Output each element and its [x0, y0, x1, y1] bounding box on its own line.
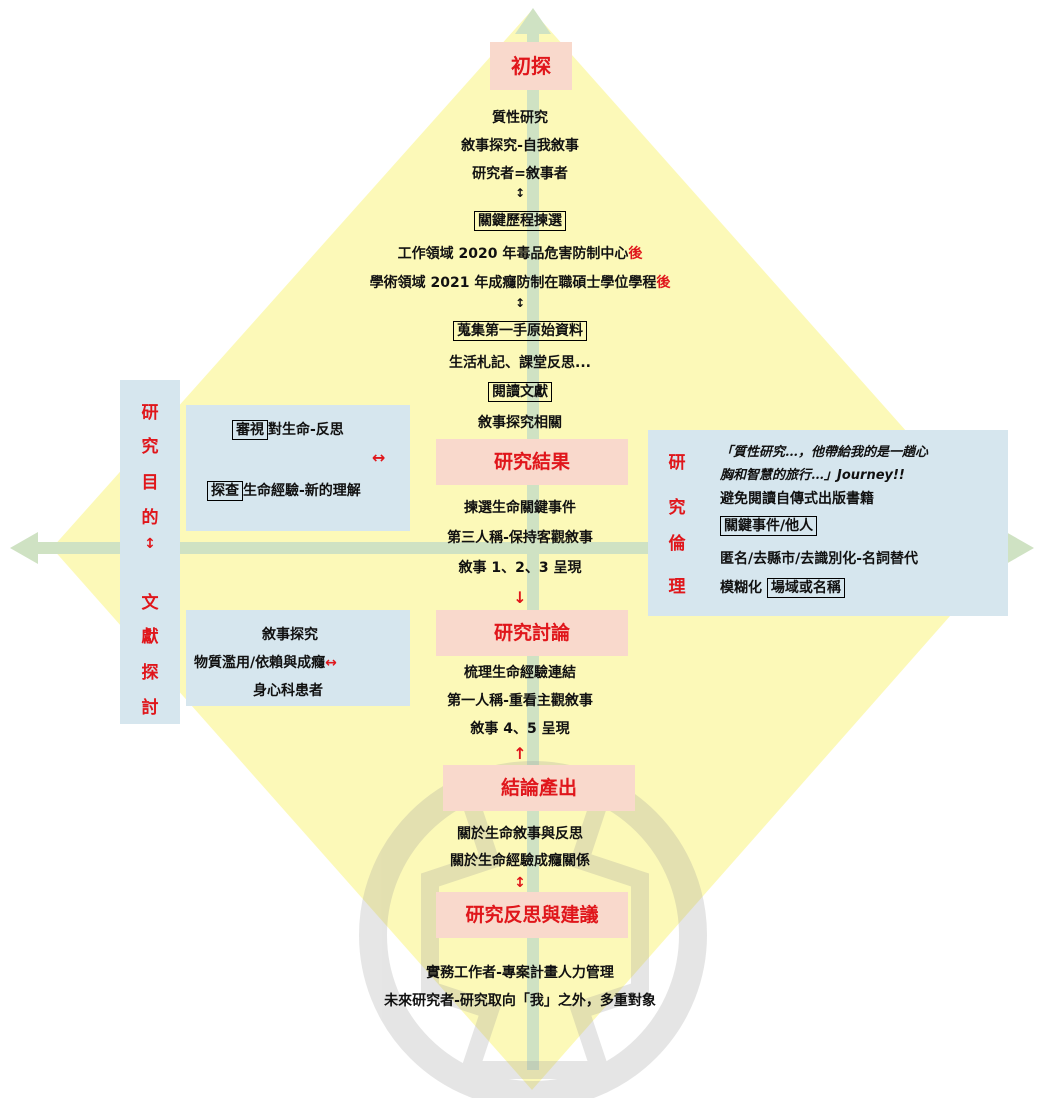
purpose-line-2: 探查生命經驗-新的理解	[207, 480, 361, 501]
left-label-char-5: 文	[141, 593, 159, 613]
discussion-line-2: 第一人稱-重看主觀敘事	[447, 693, 593, 709]
ethics-quote-2: 胸和智慧的旅行…」Journey!!	[720, 464, 905, 483]
stage-research-discussion: 研究討論	[436, 610, 628, 656]
left-label-char-4: 的	[141, 508, 159, 528]
ethics-line-3-row: 模糊化 場域或名稱	[720, 577, 845, 598]
discussion-line-3: 敘事 4、5 呈現	[470, 721, 570, 737]
results-line-2: 第三人稱-保持客觀敘事	[447, 530, 593, 546]
ethics-panel	[648, 430, 1008, 616]
left-label-char-2: 究	[141, 437, 159, 457]
ethics-quote-1: 「質性研究…，他帶給我的是一趟心	[720, 445, 929, 460]
axis-arrow-top	[515, 8, 551, 34]
collect-data-row: 蒐集第一手原始資料	[0, 320, 1040, 341]
updown-arrow-3: ↕	[514, 875, 526, 891]
reflection-line-1: 實務工作者-專案計畫人力管理	[426, 965, 614, 981]
axis-arrow-right	[1006, 532, 1034, 564]
ethics-label-char-1: 研	[668, 453, 686, 473]
conclusion-line-1: 關於生命敘事與反思	[457, 826, 583, 842]
read-literature-row: 閱讀文獻	[0, 381, 1040, 402]
left-label-char-3: 目	[141, 473, 159, 493]
reflection-line-2: 未來研究者-研究取向「我」之外，多重對象	[384, 993, 656, 1009]
work-domain-suffix: 後	[628, 246, 643, 262]
purpose-box-2: 探查	[207, 481, 243, 501]
purpose-text-2: 生命經驗-新的理解	[243, 483, 361, 499]
ethics-box-1: 關鍵事件/他人	[720, 516, 818, 536]
down-arrow: ↓	[513, 588, 527, 607]
results-line-3: 敘事 1、2、3 呈現	[458, 560, 582, 576]
conclusion-line-2: 關於生命經驗成癮關係	[450, 853, 590, 869]
academic-domain-row: 學術領域 2021 年成癮防制在職碩士學位學程後	[0, 272, 1040, 292]
ethics-quote-2a: 胸和智慧的旅行…」	[720, 468, 838, 483]
purpose-line-1: 審視對生命-反思	[232, 419, 344, 440]
left-label-char-7: 探	[141, 663, 159, 683]
ethics-box-2: 場域或名稱	[766, 578, 845, 598]
stage-conclusion-output: 結論產出	[443, 765, 635, 811]
purpose-text-1: 對生命-反思	[268, 422, 344, 438]
ethics-label-char-4: 理	[668, 577, 686, 597]
stage-research-results: 研究結果	[436, 439, 628, 485]
purpose-box-1: 審視	[232, 420, 268, 440]
literature-line-3: 身心科患者	[253, 683, 323, 699]
researcher-narrator-text: 研究者=敘事者	[472, 166, 568, 182]
literature-line-1: 敘事探究	[262, 627, 318, 643]
life-notes-text: 生活札記、課堂反思...	[449, 355, 591, 371]
literature-line-2-row: 物質濫用/依賴與成癮↔	[194, 652, 337, 672]
literature-line-2: 物質濫用/依賴與成癮	[194, 655, 326, 671]
left-label-char-1: 研	[141, 403, 159, 423]
narrative-inquiry-text: 敘事探究-自我敘事	[461, 138, 579, 154]
axis-arrow-left	[10, 532, 38, 564]
literature-leftright-arrow: ↔	[325, 655, 337, 671]
literature-panel	[186, 610, 410, 706]
updown-arrow-1: ↕	[514, 186, 526, 200]
ethics-line-3: 模糊化	[720, 580, 762, 596]
ethics-box-1-row: 關鍵事件/他人	[720, 515, 818, 536]
purpose-leftright-arrow: ↔	[372, 448, 386, 467]
narrative-related-text: 敘事探究相關	[478, 415, 562, 431]
left-label-updown: ↕	[144, 536, 156, 552]
stage-initial-exploration: 初探	[490, 42, 572, 90]
up-arrow: ↑	[513, 744, 527, 763]
ethics-label-char-2: 究	[668, 498, 686, 518]
academic-domain-suffix: 後	[656, 275, 671, 291]
qualitative-research-text: 質性研究	[492, 110, 548, 126]
work-domain-row: 工作領域 2020 年毒品危害防制中心後	[0, 243, 1040, 263]
results-line-1: 揀選生命關鍵事件	[464, 500, 576, 516]
read-literature-box: 閱讀文獻	[488, 382, 552, 402]
updown-arrow-2: ↕	[514, 296, 526, 310]
ethics-quote-2b: Journey!!	[837, 468, 905, 483]
work-domain-text: 工作領域 2020 年毒品危害防制中心	[397, 246, 629, 262]
discussion-line-1: 梳理生命經驗連結	[464, 665, 576, 681]
purpose-panel	[186, 405, 410, 531]
ethics-label-char-3: 倫	[668, 534, 686, 554]
academic-domain-text: 學術領域 2021 年成癮防制在職碩士學位學程	[369, 275, 657, 291]
left-label-panel	[120, 380, 180, 724]
left-label-char-6: 獻	[141, 627, 159, 647]
ethics-line-2: 匿名/去縣市/去識別化-名詞替代	[720, 551, 919, 567]
key-process-box: 關鍵歷程揀選	[474, 211, 566, 231]
left-label-char-8: 討	[141, 698, 159, 718]
key-process-row: 關鍵歷程揀選	[0, 210, 1040, 231]
stage-reflection-suggestions: 研究反思與建議	[436, 892, 628, 938]
collect-data-box: 蒐集第一手原始資料	[453, 321, 587, 341]
ethics-line-1: 避免閱讀自傳式出版書籍	[720, 491, 874, 507]
